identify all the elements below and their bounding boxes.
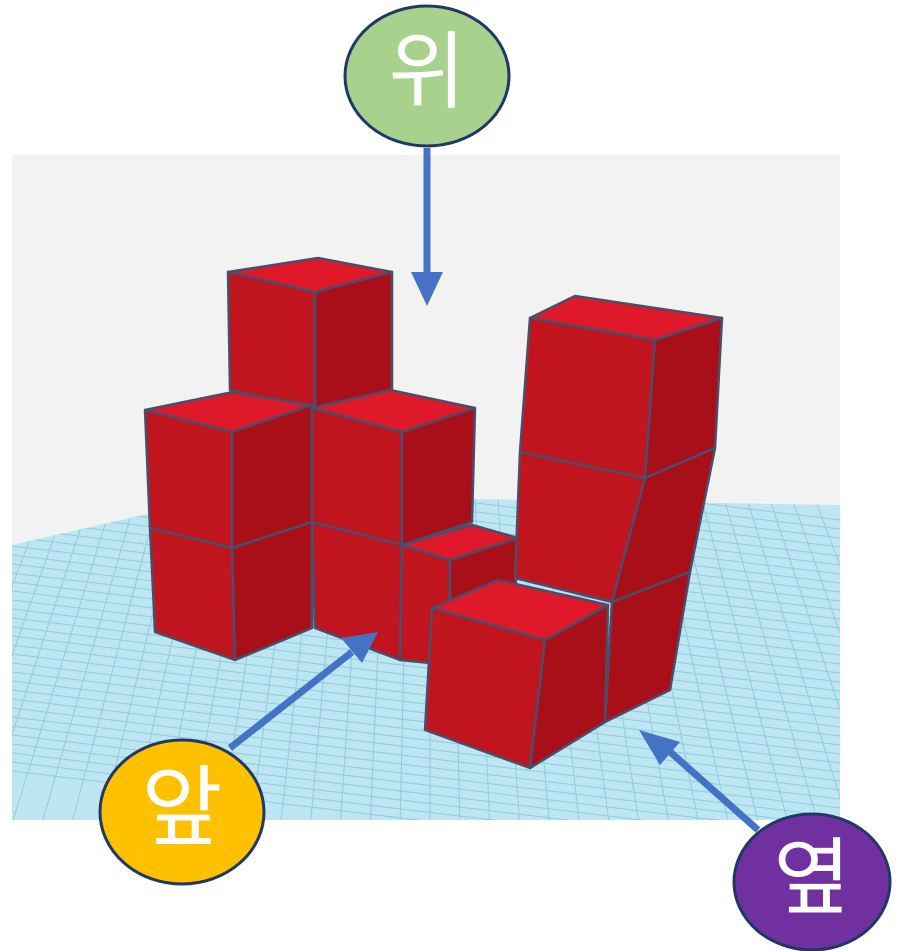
cube-side-face [603,570,692,724]
side-view-marker: 옆 [639,730,892,951]
arrow-down-head [411,272,443,306]
top-label: 위 [388,23,465,121]
cube-side-face [528,603,610,770]
cube-side-face [400,406,477,547]
arrow-up-left-icon [665,747,761,833]
cube-side-face [313,270,394,410]
front-label: 앞 [142,756,223,859]
front-label-circle [98,738,266,886]
arrow-up-left-head [639,730,680,765]
cube-2 [143,390,314,550]
arrow-up-right-head [341,632,378,663]
cube-1 [226,256,394,410]
side-label-circle [732,812,892,951]
red-cube-stack [143,256,724,770]
cube-10 [423,578,610,770]
cube-side-face [230,520,314,662]
cube-8 [513,446,717,604]
cube-front-face [518,316,657,480]
cube-3 [310,388,477,547]
cube-front-face [143,408,234,550]
cube-4 [148,520,314,662]
side-label: 옆 [773,829,850,927]
top-label-circle [343,4,511,148]
top-view-marker: 위 [343,4,511,306]
cube-front-face [226,270,317,410]
front-view-marker: 앞 [98,632,378,886]
cube-7 [518,294,724,480]
cube-9 [603,570,692,724]
arrow-up-right-icon [227,649,355,751]
